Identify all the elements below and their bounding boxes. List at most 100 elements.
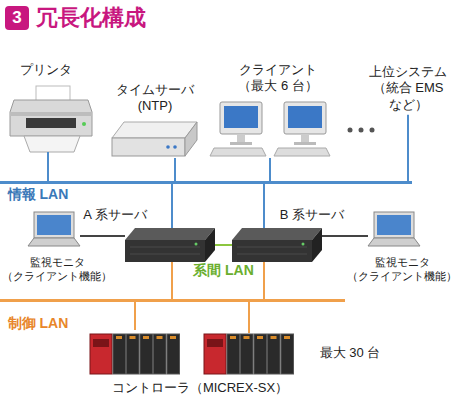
controller-icon — [257, 336, 263, 339]
laptop-icon — [34, 212, 74, 238]
printer-icon — [10, 100, 92, 136]
controller-node: コントローラ（MICREX-SX）最大 30 台 — [88, 330, 296, 376]
printer-icon — [10, 86, 92, 152]
control-lan-bus: 制御 LAN — [0, 299, 345, 302]
network-line — [171, 262, 173, 299]
printer-icon — [82, 122, 86, 126]
server-icon — [125, 240, 205, 262]
title: 冗長化構成 — [36, 3, 146, 33]
node-label: タイムサーバ (NTP) — [110, 82, 200, 115]
laptop-icon — [368, 212, 420, 246]
laptop-icon — [28, 238, 80, 246]
server-icon — [130, 247, 200, 248]
server-icon — [205, 228, 215, 262]
network-line — [134, 302, 136, 330]
controller-icon — [116, 336, 122, 339]
server-icon — [195, 243, 198, 246]
network-line — [47, 152, 49, 181]
controller-icon — [130, 336, 136, 339]
time-server-node: タイムサーバ (NTP) — [112, 120, 198, 158]
controller-icon — [93, 339, 109, 347]
network-line — [322, 235, 368, 237]
controller-icon — [127, 334, 140, 374]
title-badge — [5, 6, 29, 30]
network-line — [263, 184, 265, 228]
node-label: プリンタ — [20, 62, 72, 78]
controller-icon — [204, 334, 226, 374]
laptop-icon — [28, 212, 80, 246]
server-node: B 系サーバ — [232, 228, 322, 262]
node-label: 上位システム （統合 EMS など） — [356, 64, 460, 113]
server-icon — [125, 228, 215, 240]
controller-icon — [140, 334, 153, 374]
time-server-icon — [112, 122, 197, 156]
more-dots — [370, 128, 375, 133]
node-label: B 系サーバ — [280, 207, 344, 223]
laptop-icon — [37, 215, 71, 235]
network-line — [269, 158, 271, 181]
controller-icon — [271, 336, 277, 339]
network-line — [80, 235, 125, 237]
upper-system-node: 上位システム （統合 EMS など） — [352, 62, 462, 115]
controller-icon — [207, 339, 223, 347]
more-dots — [348, 128, 353, 133]
client-pc-icon — [274, 102, 330, 156]
time-server-icon — [166, 145, 170, 149]
controller-icon — [268, 334, 281, 374]
client-pc-icon — [237, 134, 245, 142]
controller-icon — [167, 334, 180, 374]
more-dots — [359, 128, 364, 133]
node-label: コントローラ（MICREX-SX） — [112, 380, 288, 396]
client-pc-icon — [210, 102, 266, 156]
controller-drop-wire — [248, 302, 250, 333]
controller-icon — [227, 334, 240, 374]
network-line — [215, 244, 232, 246]
client-pc-icon — [220, 102, 262, 134]
controller-icon — [241, 334, 254, 374]
node-label: A 系サーバ — [83, 207, 147, 223]
network-line — [263, 262, 265, 299]
printer-icon — [10, 112, 92, 116]
server-node: A 系サーバ — [125, 228, 215, 262]
controller-icon — [284, 336, 290, 339]
node-label: 最大 30 台 — [320, 345, 381, 361]
server-icon — [130, 254, 200, 255]
controller-icon — [254, 334, 267, 374]
more-dots — [348, 128, 375, 133]
node-label: 監視モニタ （クライアント機能） — [344, 256, 460, 284]
controller-icon — [157, 336, 163, 339]
controller-icon — [281, 334, 294, 374]
node-label: クライアント （最大 6 台） — [230, 62, 326, 95]
monitor-node: 監視モニタ （クライアント機能） — [28, 212, 80, 248]
client-pc-icon — [210, 148, 266, 156]
controller-icon — [230, 336, 236, 339]
controller-icon — [90, 334, 294, 374]
controller-icon — [143, 336, 149, 339]
info-lan-bus: 情報 LAN — [0, 181, 412, 184]
network-line — [171, 184, 173, 228]
client-node: クライアント （最大 6 台） — [208, 100, 380, 158]
server-icon — [125, 228, 215, 262]
controller-icon — [90, 334, 112, 374]
node-label: 監視モニタ （クライアント機能） — [0, 256, 116, 284]
client-pc-icon — [230, 142, 252, 145]
printer-icon — [24, 136, 80, 152]
printer-node: プリンタ — [10, 88, 92, 152]
time-server-icon — [112, 122, 197, 138]
controller-icon — [113, 334, 126, 374]
client-pc-icon — [224, 106, 258, 128]
bus-label: 制御 LAN — [8, 315, 69, 333]
controller-icon — [170, 336, 176, 339]
edge-label: 系間 LAN — [191, 262, 256, 280]
bus-label: 情報 LAN — [8, 186, 69, 204]
section-number: 3 — [5, 6, 29, 30]
network-line — [174, 158, 176, 181]
controller-icon — [244, 336, 250, 339]
time-server-icon — [173, 145, 177, 149]
controller-icon — [154, 334, 167, 374]
monitor-node: 監視モニタ （クライアント機能） — [368, 212, 420, 248]
